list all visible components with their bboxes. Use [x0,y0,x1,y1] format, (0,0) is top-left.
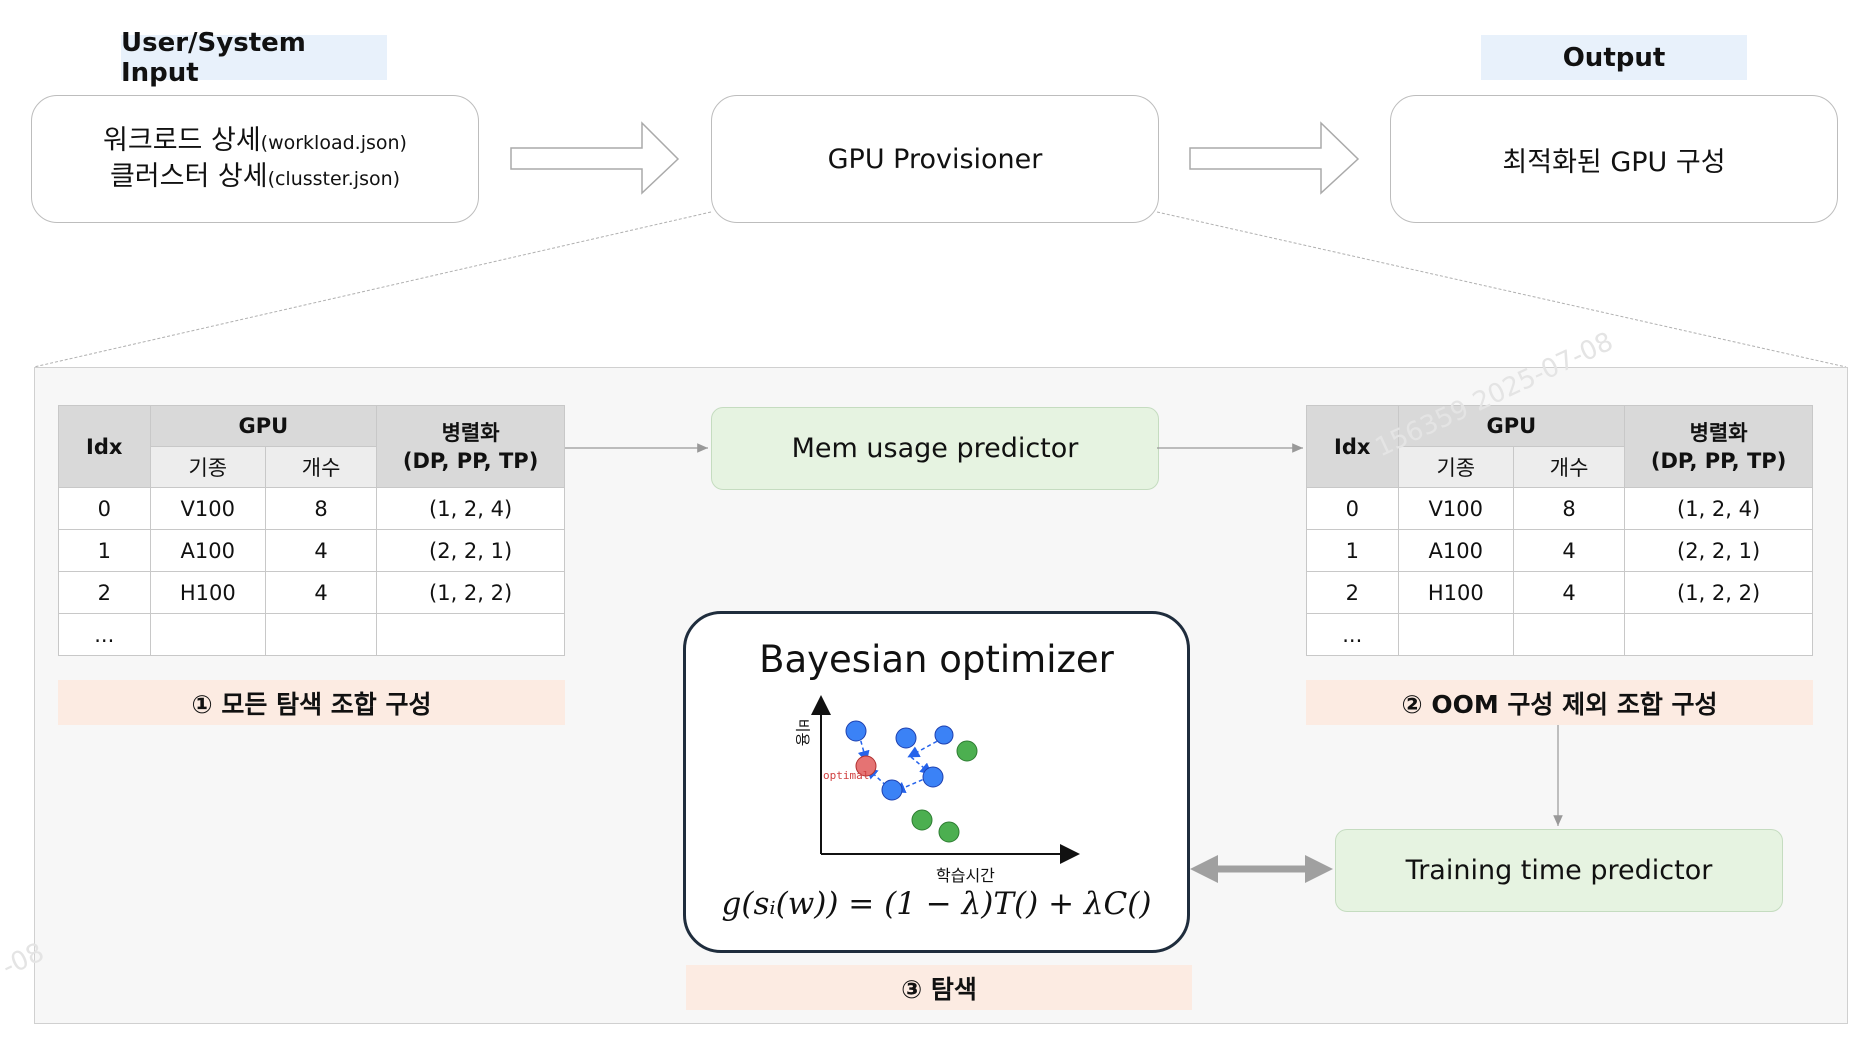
arrow-input-to-provisioner [510,121,680,195]
input-line-2: 클러스터 상세(clusster.json) [110,159,400,195]
step2-label: ② OOM 구성 제외 조합 구성 [1306,680,1813,725]
bayesian-optimizer-card: Bayesian optimizer optimal 비용 학습 [683,611,1190,953]
cell-count: 4 [264,529,378,572]
cluster-label: 클러스터 상세 [109,161,268,192]
x-axis-label: 학습시간 [936,866,995,885]
point-blue [881,779,903,801]
col-parallel: 병렬화 (DP, PP, TP) [1624,405,1813,488]
y-axis-label: 비용 [793,718,812,747]
bayesian-plot [811,695,1080,864]
cell-count [264,613,378,656]
cell-model: A100 [1397,529,1515,572]
cell-idx: ... [58,613,151,656]
cell-model: H100 [1397,571,1515,614]
col-parallel-line1: 병렬화 [1689,420,1748,445]
all-combinations-table: Idx GPU 병렬화 (DP, PP, TP) 기종 개수 0 V100 8 … [58,405,565,656]
col-gpu: GPU [1397,405,1626,447]
col-parallel-line1: 병렬화 [441,420,500,445]
arrow-provisioner-to-output [1189,121,1360,195]
step1-label: ① 모든 탐색 조합 구성 [58,680,565,725]
cell-idx: 2 [1306,571,1399,614]
optimal-label: optimal [823,769,870,782]
cell-parallel: (1, 2, 2) [376,571,565,614]
zoom-line-right [1156,211,1847,368]
step2-text: ② OOM 구성 제외 조합 구성 [1401,689,1718,719]
double-arrow-bayes-time [1190,855,1333,883]
top-connectors [33,121,1847,368]
col-model: 기종 [1397,446,1515,488]
cell-count: 4 [1512,529,1626,572]
bayesian-title: Bayesian optimizer [759,638,1114,681]
cell-idx: 1 [58,529,151,572]
cell-parallel: (2, 2, 1) [1624,529,1813,572]
cell-model [1397,613,1515,656]
cell-parallel: (1, 2, 4) [1624,487,1813,530]
input-line-1: 워크로드 상세(workload.json) [103,123,407,159]
point-blue [895,727,917,749]
workload-file: (workload.json) [260,132,407,154]
zoom-line-left [33,211,712,368]
cluster-file: (clusster.json) [267,168,401,190]
col-count: 개수 [264,446,378,488]
gpu-provisioner-box: GPU Provisioner [711,95,1159,223]
table-row: ... [1306,613,1813,656]
output-tag: Output [1481,35,1747,80]
training-time-predictor-label: Training time predictor [1405,855,1713,886]
table-row: 2 H100 4 (1, 2, 2) [1306,571,1813,614]
col-parallel-line2: (DP, PP, TP) [402,448,539,473]
point-green [956,740,978,762]
table-row: 1 A100 4 (2, 2, 1) [1306,529,1813,572]
col-parallel-line2: (DP, PP, TP) [1650,448,1787,473]
cell-idx: 0 [1306,487,1399,530]
cell-count [1512,613,1626,656]
col-parallel: 병렬화 (DP, PP, TP) [376,405,565,488]
col-gpu: GPU [149,405,378,447]
point-blue [934,725,954,745]
step3-label: ③ 탐색 [686,965,1192,1010]
cell-parallel: (2, 2, 1) [376,529,565,572]
cell-parallel [1624,613,1813,656]
input-box: 워크로드 상세(workload.json) 클러스터 상세(clusster.… [31,95,479,223]
input-tag: User/System Input [121,28,387,88]
output-label: 최적화된 GPU 구성 [1502,146,1726,178]
cell-model: A100 [149,529,267,572]
mem-usage-predictor: Mem usage predictor [711,407,1159,490]
col-model: 기종 [149,446,267,488]
cell-model: V100 [1397,487,1515,530]
cell-parallel: (1, 2, 2) [1624,571,1813,614]
step3-text: ③ 탐색 [901,974,977,1004]
mem-usage-predictor-label: Mem usage predictor [791,433,1079,464]
cell-idx: ... [1306,613,1399,656]
workload-label: 워크로드 상세 [103,125,261,156]
gpu-provisioner-label: GPU Provisioner [827,143,1043,175]
training-time-predictor: Training time predictor [1335,829,1783,912]
cell-model [149,613,267,656]
point-optimal [855,755,877,777]
col-count: 개수 [1512,446,1626,488]
output-box: 최적화된 GPU 구성 [1390,95,1838,223]
table-row: 2 H100 4 (1, 2, 2) [58,571,565,614]
output-tag-label: Output [1562,42,1666,73]
table-row: ... [58,613,565,656]
input-tag-label: User/System Input [121,27,306,88]
table-row: 1 A100 4 (2, 2, 1) [58,529,565,572]
point-green [938,821,960,843]
point-green [911,809,933,831]
filtered-combinations-table: Idx GPU 병렬화 (DP, PP, TP) 기종 개수 0 V100 8 … [1306,405,1813,656]
step1-text: ① 모든 탐색 조합 구성 [191,689,432,719]
cell-parallel [376,613,565,656]
point-blue [845,720,867,742]
point-blue [922,766,944,788]
cell-count: 4 [1512,571,1626,614]
col-idx: Idx [58,405,151,488]
objective-formula: g(sᵢ(w)) = (1 − λ)T() + λC() [721,886,1152,922]
